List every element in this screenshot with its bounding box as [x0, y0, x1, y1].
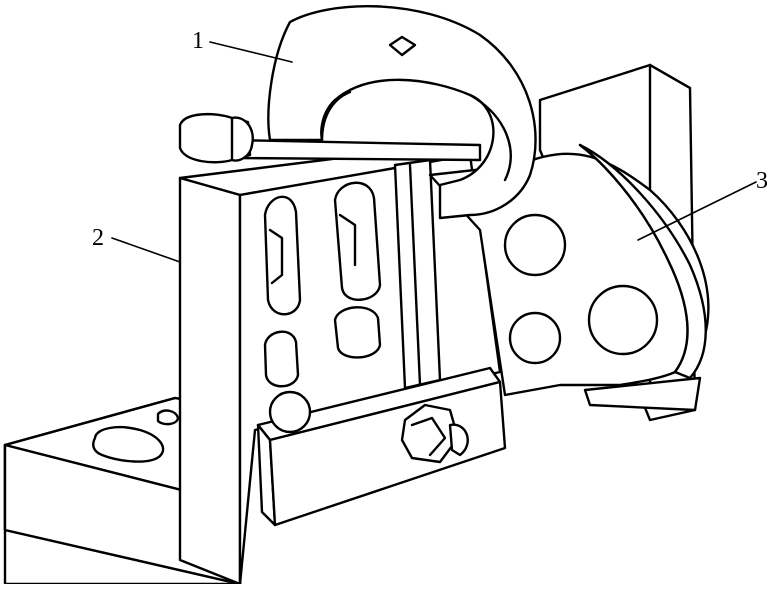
leader-lines — [111, 41, 757, 263]
part-3-holed-plate — [428, 143, 710, 412]
part-1-hook-clamp — [178, 4, 537, 220]
part-label-2: 2 — [92, 225, 104, 251]
lower-clamp-bar — [256, 366, 507, 527]
part-label-1: 1 — [192, 28, 204, 54]
part-2-angle-plate — [178, 63, 697, 586]
part-label-3: 3 — [756, 168, 768, 194]
